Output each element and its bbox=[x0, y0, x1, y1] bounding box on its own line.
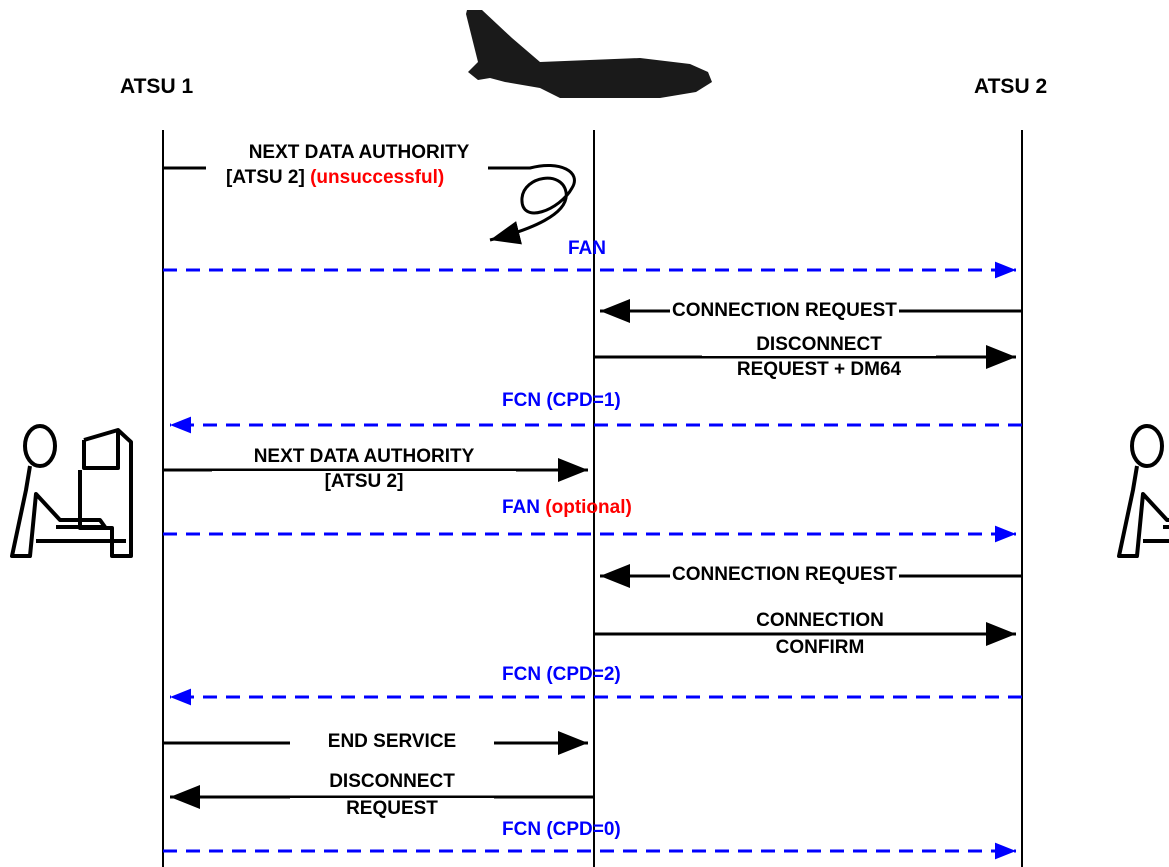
fcn-cpd0-label: FCN (CPD=0) bbox=[502, 819, 621, 840]
connection-request-label-2: CONNECTION REQUEST bbox=[670, 564, 899, 586]
controller-right-icon bbox=[1117, 424, 1169, 558]
nda2-label-line1: NEXT DATA AUTHORITY bbox=[212, 446, 516, 468]
connection-confirm-line1: CONNECTION bbox=[718, 610, 922, 632]
nda1-target: [ATSU 2] bbox=[226, 167, 305, 188]
disconnect-request-2-line1: DISCONNECT bbox=[290, 771, 494, 793]
disconnect-request-2-line2: REQUEST bbox=[290, 798, 494, 820]
controller-left-icon bbox=[10, 424, 133, 558]
fan2-text: FAN bbox=[502, 497, 540, 518]
fan-label-2: FAN (optional) bbox=[500, 497, 634, 519]
fan-label-1: FAN bbox=[568, 238, 606, 259]
nda1-label-line1: NEXT DATA AUTHORITY bbox=[212, 142, 506, 164]
fcn-cpd2-label: FCN (CPD=2) bbox=[502, 664, 621, 685]
disconnect-dm64-line1: DISCONNECT bbox=[702, 334, 936, 356]
fcn-cpd1-label: FCN (CPD=1) bbox=[502, 390, 621, 411]
end-service-label: END SERVICE bbox=[290, 731, 494, 753]
nda1-label-line2: [ATSU 2] (unsuccessful) bbox=[224, 167, 508, 189]
lost-message-loop bbox=[488, 163, 576, 245]
connection-confirm-line2: CONFIRM bbox=[718, 637, 922, 659]
fan2-status: (optional) bbox=[545, 497, 632, 518]
aircraft-silhouette-icon bbox=[466, 10, 712, 98]
atsu2-header: ATSU 2 bbox=[974, 75, 1048, 98]
connection-request-label-1: CONNECTION REQUEST bbox=[670, 300, 899, 322]
nda1-status: (unsuccessful) bbox=[310, 167, 445, 188]
disconnect-dm64-line2: REQUEST + DM64 bbox=[702, 359, 936, 381]
nda2-label-line2: [ATSU 2] bbox=[212, 471, 516, 493]
atsu1-header: ATSU 1 bbox=[120, 75, 194, 98]
